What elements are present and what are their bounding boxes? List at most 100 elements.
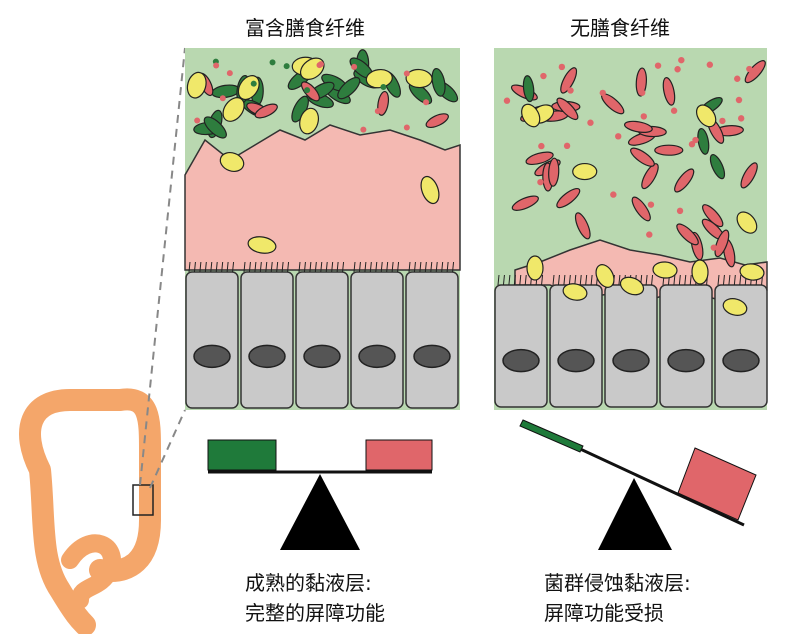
bacterium [219, 151, 245, 173]
right-caption-line2: 屏障功能受损 [544, 601, 664, 625]
coccus [351, 63, 358, 70]
epithelial-cell [659, 284, 713, 408]
epithelial-cell [604, 284, 658, 408]
bacterium [595, 264, 615, 288]
coccus [670, 107, 678, 114]
cell-nucleus [667, 348, 705, 373]
epithelial-cell [714, 284, 768, 408]
coccus [692, 136, 699, 144]
bacterium [676, 223, 699, 246]
coccus [654, 62, 662, 69]
cell-nucleus [358, 344, 396, 369]
bacterium [709, 153, 726, 180]
bacterium [702, 204, 724, 228]
microvillus [733, 274, 736, 286]
microvillus [303, 261, 306, 273]
microvillus [541, 274, 544, 286]
coccus [304, 87, 311, 94]
bacterium [556, 97, 579, 121]
microvillus [508, 274, 511, 286]
bacterium [562, 283, 588, 301]
microvillus [298, 261, 301, 273]
coccus [219, 95, 226, 102]
microvillus [314, 261, 317, 273]
microvillus [204, 261, 207, 273]
coccus [403, 124, 410, 131]
microvillus [446, 261, 449, 273]
cell-nucleus [413, 344, 451, 369]
right-caption-line1: 菌群侵蚀黏液层: [544, 571, 691, 595]
cell-nucleus [502, 348, 540, 373]
bacterium [691, 259, 709, 285]
microvillus [232, 261, 235, 273]
microvillus [519, 274, 522, 286]
coccus [587, 119, 594, 126]
microvillus [579, 274, 582, 286]
microvillus [424, 261, 427, 273]
colon-illustration [19, 47, 186, 636]
coccus [646, 231, 653, 238]
bacteria-right [503, 56, 766, 316]
coccus [610, 191, 617, 198]
bacterium [652, 261, 678, 279]
cell-nucleus [248, 344, 286, 369]
fulcrum-left [280, 474, 360, 550]
epithelial-cell [350, 271, 404, 409]
bacterium [560, 67, 578, 94]
coccus [647, 201, 655, 208]
bacterium [714, 229, 730, 258]
coccus [599, 89, 606, 97]
bacterium [662, 77, 676, 106]
bacterium [300, 81, 320, 102]
microvillus [563, 274, 566, 286]
left-panel [184, 48, 461, 410]
coccus [674, 66, 681, 73]
microvillus [281, 261, 284, 273]
microvillus [689, 274, 692, 286]
microvillus [590, 274, 593, 286]
microvillus [342, 261, 345, 273]
bacterium [556, 187, 581, 209]
coccus [316, 62, 323, 69]
epithelial-cell [240, 271, 294, 409]
microvillus [513, 274, 516, 286]
coccus [538, 142, 545, 150]
coccus [226, 70, 233, 77]
coccus [706, 61, 714, 68]
coccus [640, 113, 648, 120]
epithelial-cells-left [185, 261, 459, 409]
microvillus [684, 274, 687, 286]
microvillus [435, 261, 438, 273]
microvillus [276, 261, 279, 273]
microvillus [358, 261, 361, 273]
coccus [283, 63, 290, 70]
microvillus [215, 261, 218, 273]
microvillus [243, 261, 246, 273]
microvillus [524, 274, 527, 286]
microvillus [585, 274, 588, 286]
microvillus [375, 261, 378, 273]
microvillus [552, 274, 555, 286]
bacterium [299, 107, 320, 135]
bacterium [630, 147, 655, 167]
left-panel-title: 富含膳食纤维 [245, 16, 365, 40]
coccus [735, 96, 743, 104]
bacterium [247, 236, 277, 254]
microvillus [452, 261, 455, 273]
cell-nucleus [612, 348, 650, 373]
microvillus [673, 274, 676, 286]
zoom-box [132, 484, 154, 516]
coccus [380, 84, 387, 91]
microvillus [309, 261, 312, 273]
left-caption-line2: 完整的屏障功能 [245, 601, 385, 625]
bad-weight-left [365, 439, 433, 471]
balance-right [519, 419, 757, 550]
epithelial-cell [185, 271, 239, 409]
microvillus [226, 261, 229, 273]
coccus [558, 63, 566, 71]
cell-nucleus [557, 348, 595, 373]
bacterium [431, 67, 446, 97]
microvillus [728, 274, 731, 286]
